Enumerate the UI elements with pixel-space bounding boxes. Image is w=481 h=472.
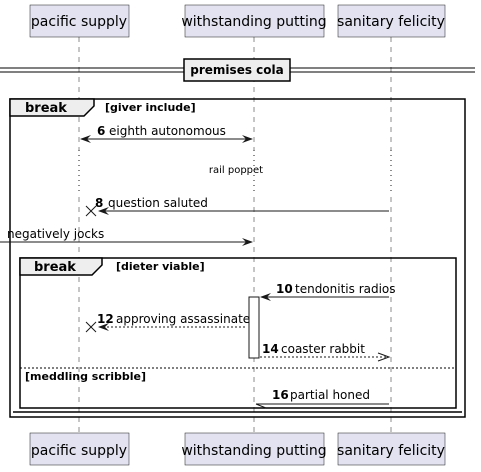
participant-label: pacific supply xyxy=(31,14,127,30)
message-label: approving assassinate xyxy=(116,312,250,326)
message-number: 16 xyxy=(272,388,289,402)
message-8: 8 question saluted xyxy=(85,196,389,217)
participant-label: withstanding putting xyxy=(181,14,326,30)
message-label: coaster rabbit xyxy=(281,342,365,356)
message-label: eighth autonomous xyxy=(109,124,226,138)
participant-bottom-withstanding-putting: withstanding putting xyxy=(181,432,327,466)
message-12: 12 approving assassinate xyxy=(85,312,250,333)
destroy-icon xyxy=(85,205,97,217)
message-14: 14 coaster rabbit xyxy=(260,342,391,362)
outer-frame-guard: [giver include] xyxy=(105,101,196,114)
outer-break-frame: break [giver include] xyxy=(9,98,466,418)
message-incoming: negatively jocks xyxy=(0,227,253,246)
divider: premises cola xyxy=(0,58,475,82)
delay-label: rail poppet xyxy=(209,165,263,176)
message-label: partial honed xyxy=(290,388,370,402)
outer-frame-title: break xyxy=(25,101,67,116)
participant-top-pacific-supply: pacific supply xyxy=(29,4,130,38)
message-number: 12 xyxy=(97,312,114,326)
inner-frame-guard: [dieter viable] xyxy=(116,260,205,273)
destroy-icon xyxy=(85,321,97,333)
message-16: 16 partial honed xyxy=(255,388,389,409)
message-label: question saluted xyxy=(108,196,208,210)
participant-top-sanitary-felicity: sanitary felicity xyxy=(337,4,446,38)
delay: rail poppet xyxy=(70,150,400,192)
message-number: 10 xyxy=(276,282,293,296)
divider-label: premises cola xyxy=(190,63,283,77)
message-6: 6 eighth autonomous xyxy=(80,124,253,143)
message-number: 8 xyxy=(95,196,103,210)
participant-label: sanitary felicity xyxy=(337,443,445,459)
participant-bottom-pacific-supply: pacific supply xyxy=(29,432,130,466)
participant-label: withstanding putting xyxy=(181,443,326,459)
activation-bar xyxy=(248,296,260,359)
participant-bottom-sanitary-felicity: sanitary felicity xyxy=(337,432,446,466)
inner-frame-title: break xyxy=(34,260,76,275)
message-label: tendonitis radios xyxy=(295,282,396,296)
else-guard: [meddling scribble] xyxy=(25,370,146,383)
participant-top-withstanding-putting: withstanding putting xyxy=(181,4,327,38)
participant-label: sanitary felicity xyxy=(337,14,445,30)
participant-label: pacific supply xyxy=(31,443,127,459)
message-number: 6 xyxy=(97,124,105,138)
message-label: negatively jocks xyxy=(7,227,104,241)
message-number: 14 xyxy=(262,342,279,356)
message-10: 10 tendonitis radios xyxy=(260,282,396,301)
inner-break-frame: break [dieter viable] [meddling scribble… xyxy=(19,257,457,409)
